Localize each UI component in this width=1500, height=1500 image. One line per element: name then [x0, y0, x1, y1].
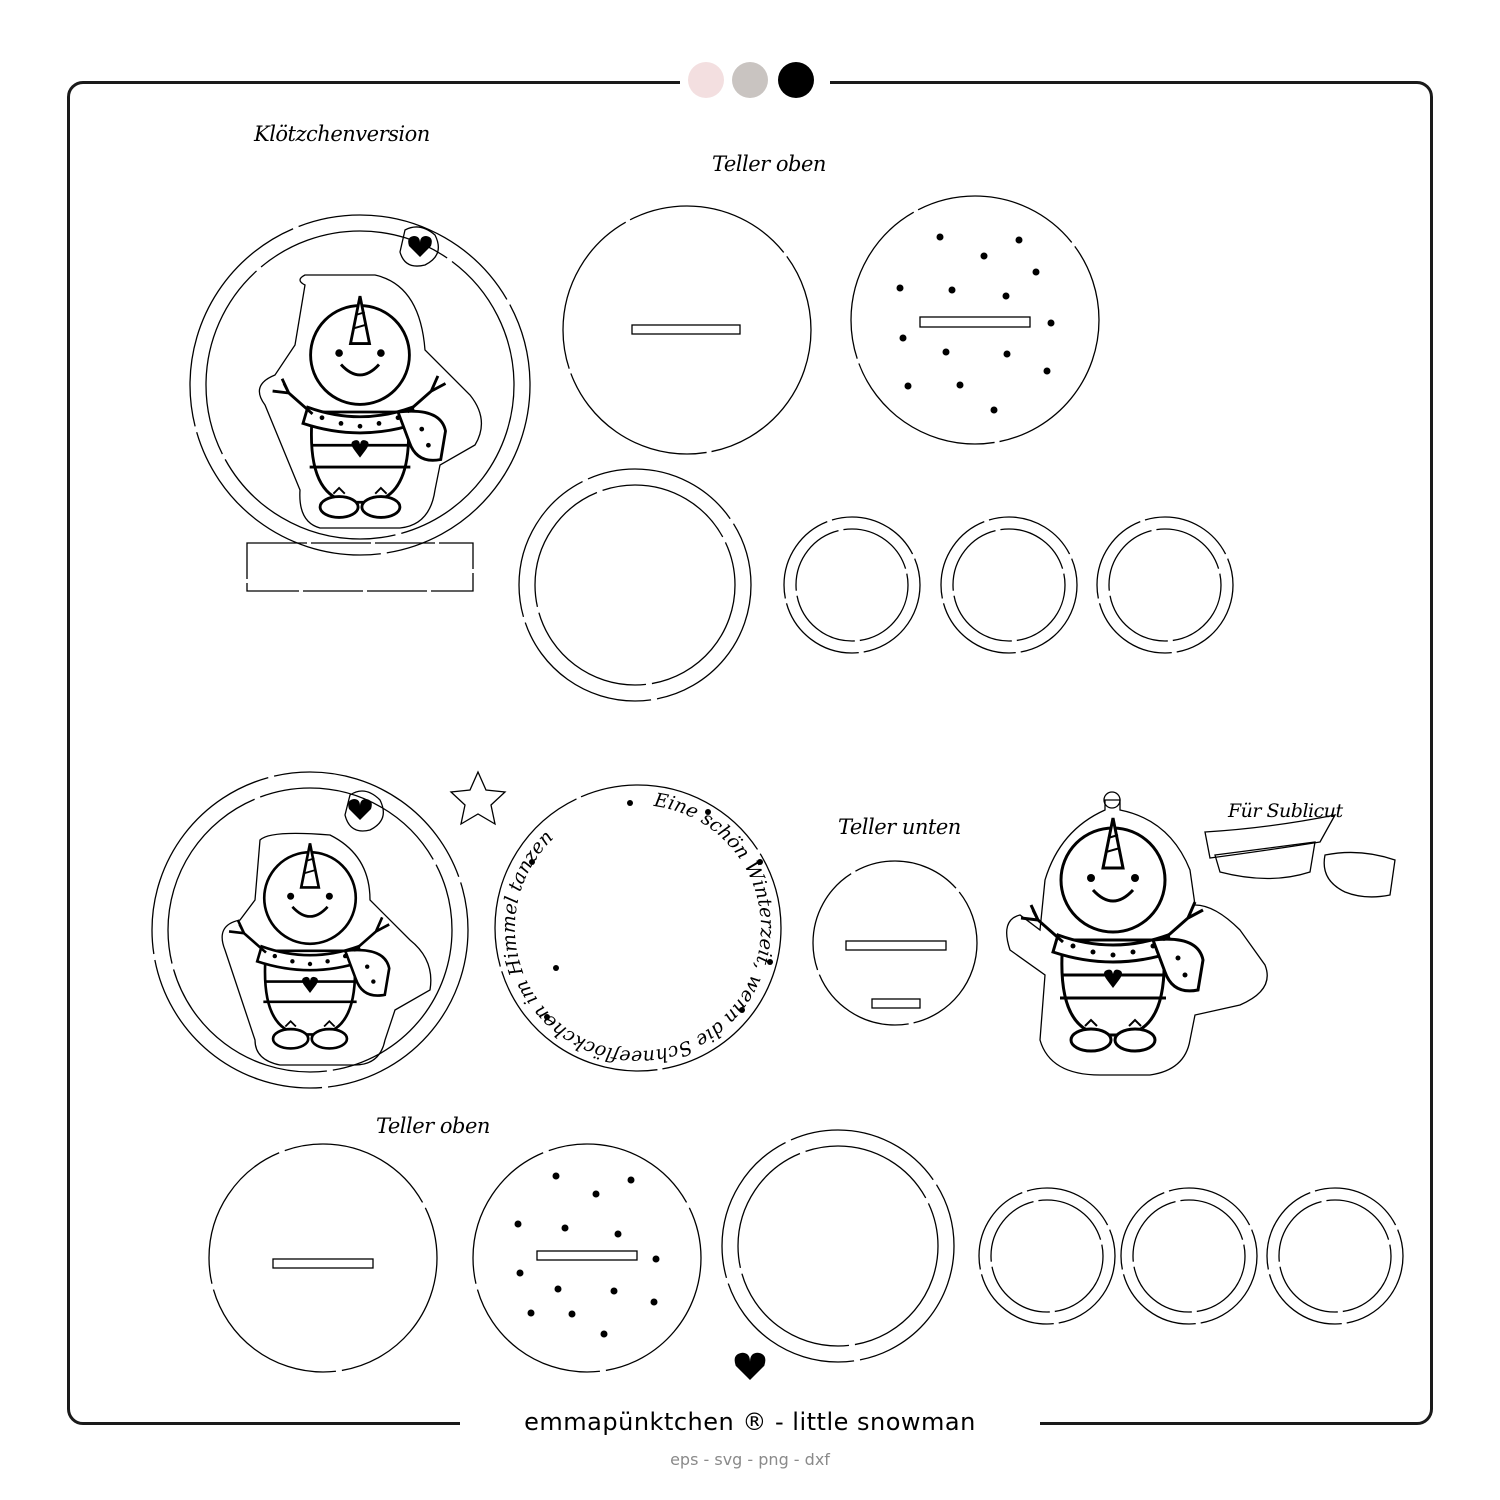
- snowman-figure-middle: [227, 842, 391, 1050]
- label-teller-oben-top: Teller oben: [712, 152, 826, 176]
- footer-formats: eps - svg - png - dxf: [670, 1450, 830, 1469]
- swatch-grey: [732, 62, 768, 98]
- snowman-figure-right: [1019, 816, 1205, 1053]
- footer-band: [460, 1405, 1040, 1445]
- color-swatches: [680, 62, 830, 102]
- footer-brand: emmapünktchen ® - little snowman: [524, 1408, 976, 1436]
- label-fuer-sublicut: Für Sublicut: [1228, 800, 1343, 822]
- swatch-black: [778, 62, 814, 98]
- swatch-pink: [688, 62, 724, 98]
- snowman-figure-top: [271, 294, 447, 519]
- label-teller-oben-bottom: Teller oben: [376, 1114, 490, 1138]
- label-teller-unten: Teller unten: [838, 815, 961, 839]
- label-kloetzchenversion: Klötzchenversion: [254, 122, 430, 146]
